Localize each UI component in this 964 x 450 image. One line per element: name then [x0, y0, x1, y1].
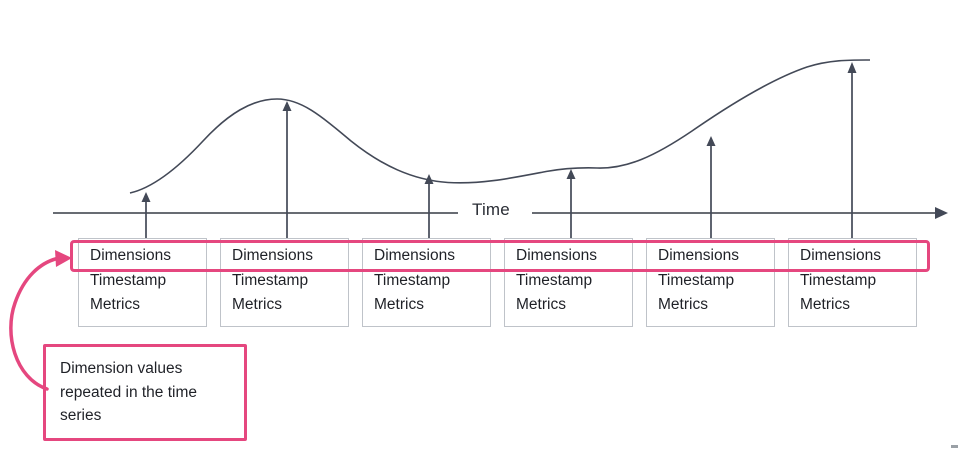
sample-arrow-1	[141, 192, 151, 238]
up-arrow-icon	[847, 62, 857, 73]
record-field-metrics: Metrics	[516, 296, 566, 313]
record-field-dimensions: Dimensions	[800, 247, 881, 264]
record-field-metrics: Metrics	[90, 296, 140, 313]
record-card: Dimensions Timestamp Metrics	[504, 238, 633, 327]
record-row: Dimensions Timestamp Metrics Dimensions …	[78, 238, 917, 327]
record-field-metrics: Metrics	[658, 296, 708, 313]
record-field-dimensions: Dimensions	[374, 247, 455, 264]
record-field-metrics: Metrics	[374, 296, 424, 313]
record-field-dimensions: Dimensions	[90, 247, 171, 264]
time-axis-label: Time	[472, 200, 510, 219]
stray-mark	[951, 445, 958, 448]
record-field-dimensions: Dimensions	[232, 247, 313, 264]
up-arrow-icon	[566, 169, 576, 179]
record-field-dimensions: Dimensions	[658, 247, 739, 264]
callout-text: Dimension values repeated in the time se…	[60, 360, 198, 424]
up-arrow-icon	[424, 174, 434, 184]
up-arrow-icon	[141, 192, 151, 202]
record-card: Dimensions Timestamp Metrics	[220, 238, 349, 327]
sample-arrow-4	[566, 169, 576, 238]
record-card: Dimensions Timestamp Metrics	[646, 238, 775, 327]
time-axis	[53, 207, 948, 219]
record-field-timestamp: Timestamp	[800, 271, 877, 289]
record-field-timestamp: Timestamp	[516, 271, 593, 289]
sample-arrow-3	[424, 174, 434, 238]
callout-box: Dimension values repeated in the time se…	[43, 344, 247, 441]
record-field-timestamp: Timestamp	[374, 271, 451, 289]
time-series-curve	[129, 59, 871, 194]
record-field-dimensions: Dimensions	[516, 247, 597, 264]
record-field-metrics: Metrics	[232, 296, 282, 313]
record-card: Dimensions Timestamp Metrics	[362, 238, 491, 327]
sample-arrow-6	[847, 62, 857, 238]
axis-right-arrow-icon	[935, 207, 948, 219]
record-field-timestamp: Timestamp	[658, 271, 735, 289]
record-field-timestamp: Timestamp	[232, 271, 309, 289]
record-field-metrics: Metrics	[800, 296, 850, 313]
record-card: Dimensions Timestamp Metrics	[788, 238, 917, 327]
sample-arrow-5	[706, 136, 716, 238]
sample-arrow-2	[282, 101, 292, 238]
record-field-timestamp: Timestamp	[90, 271, 167, 289]
record-card: Dimensions Timestamp Metrics	[78, 238, 207, 327]
up-arrow-icon	[706, 136, 716, 146]
up-arrow-icon	[282, 101, 292, 111]
